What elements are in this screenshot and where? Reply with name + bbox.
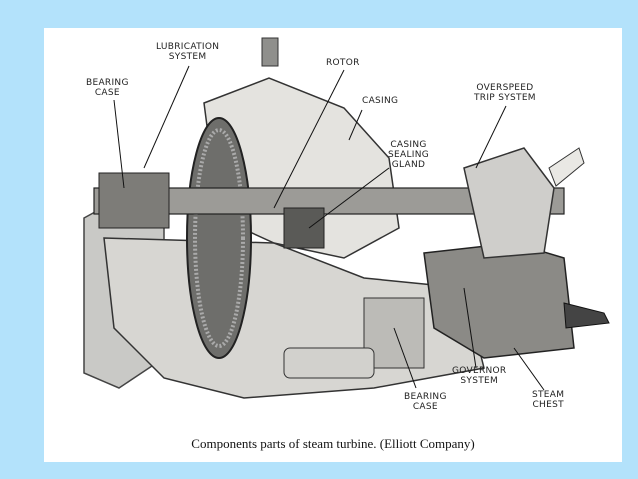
label-line: SEALING [388,150,430,160]
leader-casing [348,109,363,141]
label-line: SYSTEM [168,52,207,62]
label-line: SYSTEM [460,376,499,386]
label-line: STEAM [532,390,565,400]
label-overspeed-trip-system: OVERSPEED TRIP SYSTEM [474,83,536,103]
trip-lever [548,147,585,187]
label-line: CASING [390,140,427,150]
left-bearing [98,172,170,229]
top-fitting [261,37,279,67]
label-line: CHEST [532,400,564,410]
leader-bearing-bottom [393,327,417,389]
label-bearing-case-bottom: BEARING CASE [404,392,447,412]
leader-bearing-left [113,99,125,189]
label-bearing-case-left: BEARING CASE [86,78,129,98]
label-line: BEARING [404,392,447,402]
label-governor-system: GOVERNOR SYSTEM [452,366,506,386]
leader-governor [463,287,477,369]
leader-lines [113,65,545,391]
leader-steam-chest [513,347,545,391]
label-line: CASING [362,96,399,106]
leader-gland [308,167,390,229]
governor-spindle [563,302,610,329]
rotor-disc [186,117,252,359]
label-casing: CASING [362,96,398,106]
label-line: GLAND [391,160,426,170]
lower-pipe [283,347,375,379]
label-line: TRIP SYSTEM [474,93,536,103]
leader-overspeed [475,105,507,169]
sealing-gland [283,207,325,249]
label-rotor: ROTOR [326,58,360,68]
label-line: OVERSPEED [476,83,534,93]
label-steam-chest: STEAM CHEST [532,390,564,410]
turbine-illustration [83,37,610,399]
leader-rotor [273,69,345,209]
label-line: CASE [94,88,120,98]
label-lubrication-system: LUBRICATION SYSTEM [156,42,219,62]
leader-lubrication [143,65,190,169]
label-casing-sealing-gland: CASING SEALING GLAND [388,140,429,170]
figure-caption: Components parts of steam turbine. (Elli… [191,436,475,451]
label-line: ROTOR [326,58,360,68]
label-line: CASE [412,402,438,412]
rotor-blades [193,128,245,348]
label-line: LUBRICATION [156,42,220,52]
label-line: BEARING [86,78,129,88]
turbine-figure: LUBRICATION SYSTEM BEARING CASE ROTOR CA… [44,28,622,462]
overspeed-frame [463,147,555,259]
label-line: GOVERNOR [452,366,507,376]
